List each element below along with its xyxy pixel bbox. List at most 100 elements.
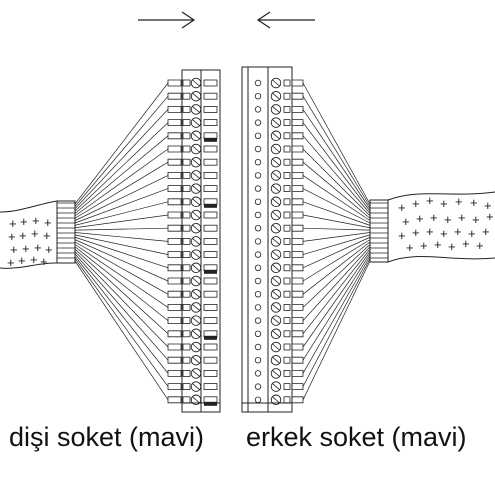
wire: [302, 241, 371, 295]
screw-slot: [272, 343, 280, 351]
pin-clamp: [283, 171, 291, 179]
male-socket-label: erkek soket (mavi): [246, 422, 467, 452]
terminal-screw: [190, 209, 202, 221]
pin-clamp: [182, 369, 191, 377]
pin-hole: [254, 92, 262, 100]
contact-slot: [203, 158, 218, 166]
screw-slot: [272, 330, 280, 338]
pin-lug: [291, 317, 304, 324]
contact-key: [204, 335, 217, 340]
pin-lug: [167, 238, 182, 245]
contact-slot: [203, 171, 218, 179]
plus-mark: +: [22, 241, 30, 256]
wire: [302, 227, 371, 231]
pin-clamp: [283, 145, 291, 153]
terminal-screw: [190, 90, 202, 102]
terminal-screw: [190, 262, 202, 274]
pin-clamp: [283, 396, 291, 404]
screw-slot: [192, 211, 200, 219]
pin-lug: [291, 251, 304, 258]
wire: [74, 234, 169, 255]
screw-slot: [272, 396, 280, 404]
pin-clamp: [283, 211, 291, 219]
terminal-screw: [270, 77, 282, 89]
pin-clamp: [182, 237, 191, 245]
terminal-screw: [190, 341, 202, 353]
pin-clamp: [283, 185, 291, 193]
wire: [302, 96, 371, 207]
plus-mark: +: [430, 210, 438, 225]
pin-clamp: [182, 251, 191, 259]
pin-lug: [167, 383, 182, 390]
plus-mark: +: [30, 252, 38, 267]
wire: [74, 188, 169, 224]
pin-lug: [291, 92, 304, 100]
pin-hole: [254, 291, 262, 298]
screw-slot: [192, 251, 200, 258]
screw-slot: [272, 211, 280, 219]
plus-mark: +: [20, 214, 28, 229]
terminal-screw: [190, 288, 202, 300]
contact-slot: [203, 106, 218, 113]
female-connector: [167, 69, 221, 413]
pin-lug: [167, 251, 182, 258]
screw-slot: [272, 304, 280, 311]
screw-slot: [192, 158, 200, 166]
terminal-screw: [270, 381, 282, 392]
wire: [302, 246, 371, 321]
terminal-screw: [190, 104, 202, 115]
wire: [302, 253, 371, 361]
male-connector: [241, 66, 304, 413]
pin-lug: [291, 172, 304, 179]
pin-clamp: [283, 277, 291, 285]
pin-clamp: [182, 211, 191, 219]
wire: [302, 82, 371, 205]
plus-mark: +: [32, 213, 40, 228]
pin-lug: [291, 383, 304, 390]
pin-hole: [254, 357, 262, 364]
wire: [302, 109, 371, 209]
screw-slot: [272, 106, 280, 113]
plus-mark: +: [448, 239, 456, 254]
terminal-screw: [270, 170, 282, 181]
plus-mark: +: [7, 255, 15, 270]
wire: [302, 122, 371, 212]
plus-mark: +: [455, 194, 463, 209]
contact-slot: [203, 343, 218, 351]
pin-lug: [291, 330, 304, 338]
plus-mark: +: [486, 209, 494, 224]
pin-clamp: [283, 317, 291, 325]
pin-clamp: [283, 303, 291, 311]
plus-mark: +: [412, 225, 420, 240]
terminal-screw: [190, 249, 202, 260]
pin-hole: [254, 172, 262, 179]
pin-clamp: [283, 119, 291, 126]
contact-slot: [203, 251, 218, 259]
wire: [302, 161, 371, 219]
pin-hole: [254, 277, 262, 285]
screw-slot: [192, 396, 200, 404]
pin-lug: [167, 158, 182, 166]
pin-clamp: [182, 171, 191, 179]
wire: [74, 201, 169, 226]
pin-clamp: [283, 224, 291, 232]
contact-slot: [203, 224, 218, 232]
pin-lug: [167, 172, 182, 179]
contact-slot: [203, 277, 218, 285]
wire: [74, 227, 169, 231]
pin-hole: [254, 198, 262, 205]
terminal-screw: [270, 130, 282, 142]
terminal-screw: [270, 328, 282, 340]
pin-lug: [167, 277, 182, 285]
pin-lug: [291, 290, 304, 298]
pin-lug: [291, 119, 304, 126]
screw-slot: [192, 106, 200, 113]
wire: [74, 239, 169, 282]
wire: [302, 260, 371, 400]
plus-mark: +: [426, 224, 434, 239]
terminal-screw: [190, 394, 202, 406]
female-wire-fan: [74, 82, 169, 400]
screw-slot: [272, 238, 280, 245]
plus-mark: +: [40, 254, 48, 269]
pin-clamp: [283, 290, 291, 298]
